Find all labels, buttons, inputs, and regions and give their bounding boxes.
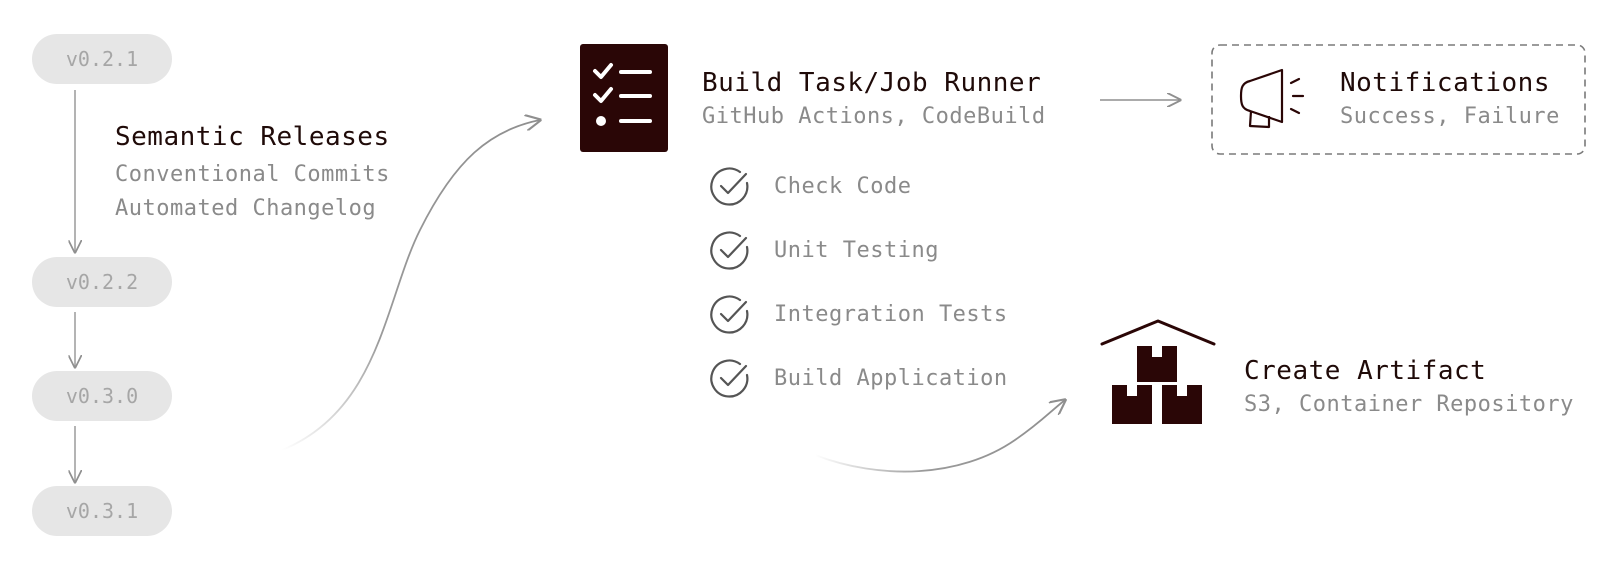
version-pill-v0-3-1: v0.3.1 — [32, 486, 172, 536]
semantic-line-2: Automated Changelog — [115, 196, 377, 221]
runner-title: Build Task/Job Runner — [702, 68, 1042, 98]
release-to-runner-arrow — [281, 120, 540, 451]
version-pill-v0-2-1: v0.2.1 — [32, 34, 172, 84]
step-integration-tests: Integration Tests — [774, 302, 1008, 327]
megaphone-icon — [1239, 68, 1305, 129]
version-pill-v0-3-0: v0.3.0 — [32, 371, 172, 421]
check-circle-icon — [710, 359, 749, 398]
artifact-title: Create Artifact — [1244, 356, 1487, 386]
step-build-application: Build Application — [774, 366, 1008, 391]
warehouse-boxes-icon — [1100, 319, 1216, 424]
semantic-releases-title: Semantic Releases — [115, 122, 390, 152]
check-circle-icon — [710, 167, 749, 206]
check-circle-icon — [710, 295, 749, 334]
check-circle-icon — [710, 231, 749, 270]
step-unit-testing: Unit Testing — [774, 238, 939, 263]
notifications-title: Notifications — [1340, 68, 1550, 98]
notifications-box — [1211, 44, 1586, 155]
artifact-subtitle: S3, Container Repository — [1244, 392, 1574, 417]
version-pill-v0-2-2: v0.2.2 — [32, 257, 172, 307]
steps-to-artifact-arrow — [814, 400, 1065, 473]
checklist-icon — [580, 44, 668, 152]
semantic-line-1: Conventional Commits — [115, 162, 390, 187]
step-check-code: Check Code — [774, 174, 912, 199]
notifications-subtitle: Success, Failure — [1340, 104, 1560, 129]
runner-subtitle: GitHub Actions, CodeBuild — [702, 104, 1046, 129]
